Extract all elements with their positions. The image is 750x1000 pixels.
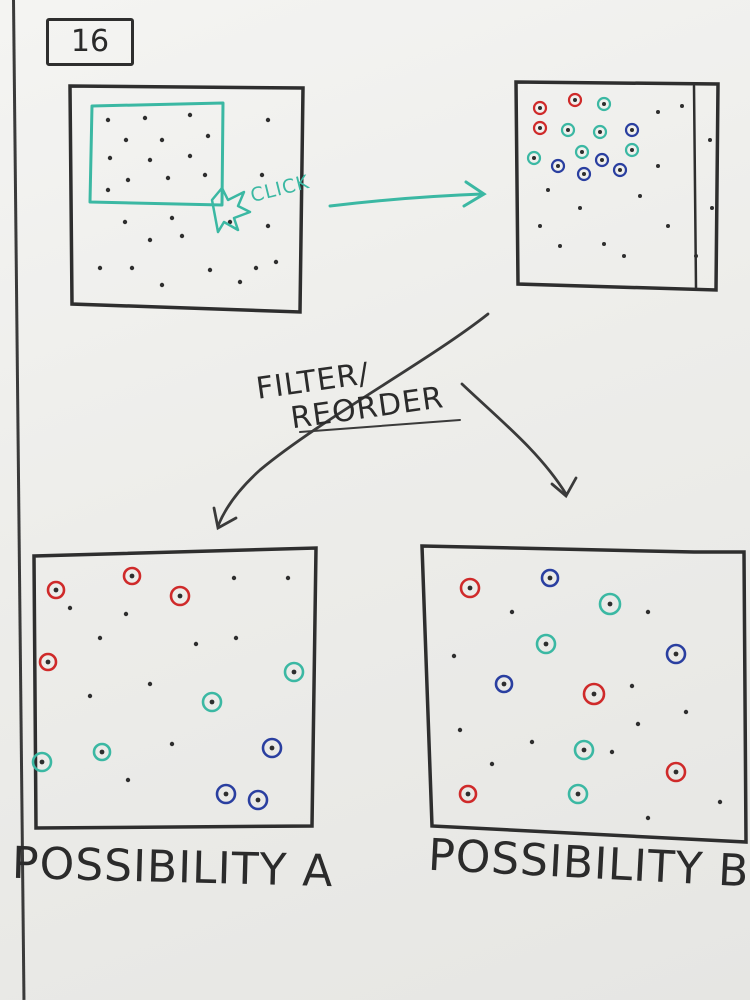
selection-rectangle: [88, 101, 225, 207]
panel-possibility-b-points: [451, 568, 723, 821]
branch-arrows: [212, 312, 578, 531]
panel-original-points: [97, 112, 279, 288]
panel-possibility-b: [420, 544, 748, 844]
panel-possibility-a: [32, 546, 318, 830]
panel-possibility-a-points: [31, 566, 305, 811]
panel-original: [68, 84, 305, 314]
click-burst-icon: [210, 186, 252, 234]
panel-highlighted-frame: [514, 80, 720, 292]
page-number: 16: [46, 18, 134, 66]
arrow-right: [328, 180, 487, 208]
panel-highlighted: [514, 80, 720, 292]
panel-possibility-a-frame: [32, 546, 318, 830]
possibility-a-label: POSSIBILITY A: [11, 837, 335, 898]
panel-possibility-b-frame: [420, 544, 748, 844]
panel-original-frame: [68, 84, 305, 314]
panel-highlighted-points: [526, 92, 714, 258]
